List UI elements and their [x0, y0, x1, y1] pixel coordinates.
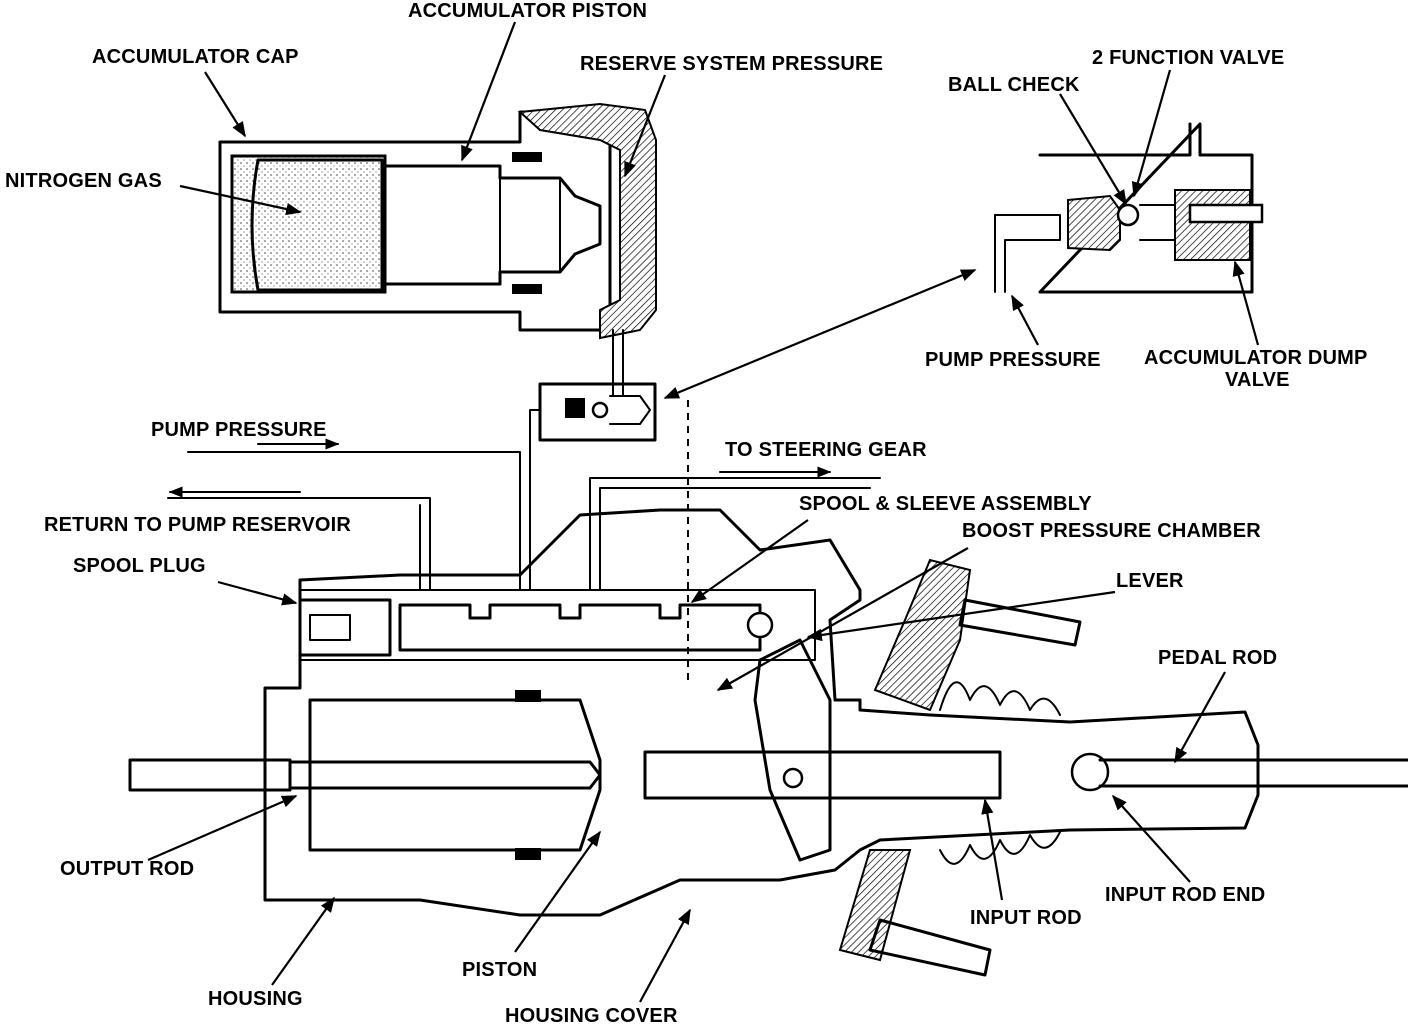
label-lever: LEVER: [1116, 570, 1184, 592]
accumulator-seal-bottom: [512, 284, 542, 294]
plumbing: [167, 409, 881, 591]
label-pedal-rod: PEDAL ROD: [1158, 647, 1277, 669]
label-housing: HOUSING: [208, 988, 303, 1010]
two-function-valve-inset: [994, 122, 1264, 294]
accumulator-piston: [250, 158, 384, 292]
label-output-rod: OUTPUT ROD: [60, 858, 194, 880]
label-spool-sleeve-assembly: SPOOL & SLEEVE ASSEMBLY: [799, 493, 1092, 515]
label-spool-plug: SPOOL PLUG: [73, 555, 206, 577]
housing-outer: [263, 508, 1260, 917]
label-input-rod-end: INPUT ROD END: [1105, 884, 1265, 906]
spool: [398, 603, 762, 652]
accumulator-end-cap: [517, 102, 657, 340]
nitrogen-gas-chamber: [230, 154, 387, 294]
label-2-function-valve: 2 FUNCTION VALVE: [1092, 47, 1284, 69]
label-housing-cover: HOUSING COVER: [505, 1005, 678, 1026]
spool-plug: [298, 598, 392, 657]
input-rod: [643, 750, 1002, 800]
main-housing: [128, 400, 1408, 977]
mount-bracket-bottom: [838, 849, 912, 962]
label-accumulator-cap: ACCUMULATOR CAP: [92, 46, 299, 68]
pedal-rod: [1098, 758, 1408, 788]
label-to-steering-gear: TO STEERING GEAR: [725, 439, 927, 461]
accumulator: [218, 102, 657, 396]
leader-lines: [147, 21, 1260, 1003]
label-accumulator-dump-valve-2: VALVE: [1225, 369, 1290, 391]
accumulator-seal-top: [512, 152, 542, 162]
label-accumulator-piston: ACCUMULATOR PISTON: [408, 0, 647, 22]
reserve-valve-block: [538, 382, 657, 442]
label-input-rod: INPUT ROD: [970, 907, 1082, 929]
lever: [753, 638, 832, 862]
label-ball-check: BALL CHECK: [948, 74, 1080, 96]
label-nitrogen-gas: NITROGEN GAS: [5, 170, 162, 192]
output-rod: [128, 758, 292, 792]
accumulator-piston-body: [380, 164, 602, 286]
label-accumulator-dump-valve: ACCUMULATOR DUMP: [1144, 347, 1368, 369]
boot-top: [939, 681, 1061, 716]
labels: ACCUMULATOR PISTON ACCUMULATOR CAP RESER…: [5, 0, 1368, 1026]
label-piston: PISTON: [462, 959, 537, 981]
boot-bottom: [939, 831, 1061, 865]
label-reserve-system-pressure: RESERVE SYSTEM PRESSURE: [580, 53, 883, 75]
label-return-to-pump-reservoir: RETURN TO PUMP RESERVOIR: [44, 514, 351, 536]
label-pump-pressure-main: PUMP PRESSURE: [151, 419, 327, 441]
mount-bracket-top: [873, 558, 972, 712]
power-piston: [308, 698, 602, 852]
label-pump-pressure-inset: PUMP PRESSURE: [925, 349, 1101, 371]
label-boost-pressure-chamber: BOOST PRESSURE CHAMBER: [962, 520, 1261, 542]
